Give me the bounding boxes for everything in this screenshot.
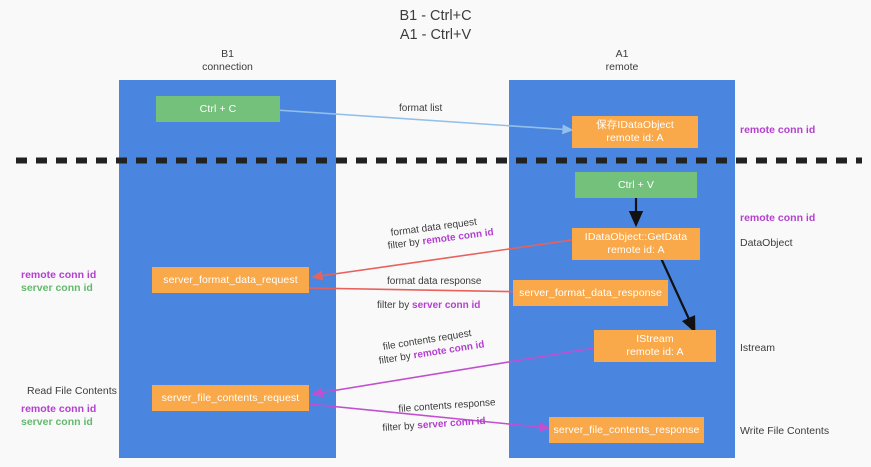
annotation-right-istream: Istream	[740, 342, 776, 354]
filter-prefix: filter by	[377, 300, 413, 311]
column-header-a1: A1 remote	[605, 48, 639, 73]
page-title: B1 - Ctrl+C A1 - Ctrl+V	[399, 8, 472, 43]
annotation-left-remote-conn-id-2: remote conn id	[21, 403, 97, 415]
annotation-right-write-file-contents: Write File Contents	[740, 425, 830, 437]
node-ctrl-c[interactable]: Ctrl + C	[156, 96, 280, 122]
node-server-format-data-request[interactable]: server_format_data_request	[152, 267, 309, 293]
node-save-idataobject[interactable]: 保存IDataObject remote id: A	[572, 116, 698, 148]
edge-label-format-data-response: format data response	[387, 276, 482, 287]
edge-label-file-contents-response-filter: filter by server conn id	[382, 415, 486, 435]
column-header-b1: B1 connection	[202, 48, 253, 73]
annotation-right-remote-conn-id-top: remote conn id	[740, 124, 816, 136]
annotation-left-server-conn-id-1: server conn id	[21, 282, 93, 294]
edge-label-format-list: format list	[399, 103, 443, 114]
node-server-file-contents-response[interactable]: server_file_contents_response	[549, 417, 704, 443]
node-idataobject-getdata[interactable]: IDataObject::GetData remote id: A	[572, 228, 700, 260]
annotation-right-dataobject: DataObject	[740, 237, 793, 249]
node-server-format-data-response[interactable]: server_format_data_response	[513, 280, 668, 306]
node-istream[interactable]: IStream remote id: A	[594, 330, 716, 362]
annotation-right-remote-conn-id-mid: remote conn id	[740, 212, 816, 224]
annotation-left-remote-conn-id-1: remote conn id	[21, 269, 97, 281]
node-ctrl-v[interactable]: Ctrl + V	[575, 172, 697, 198]
edge-label-file-contents-response: file contents response	[398, 396, 496, 416]
filter-prefix: filter by	[382, 420, 418, 434]
filter-value-server-conn-id: server conn id	[412, 300, 481, 311]
edge-label-file-contents-response-text: file contents response	[398, 397, 496, 415]
annotation-left-server-conn-id-2: server conn id	[21, 416, 93, 428]
annotation-left-read-file-contents: Read File Contents	[27, 385, 117, 397]
filter-value-server-conn-id: server conn id	[417, 415, 486, 432]
filter-prefix: filter by	[387, 236, 424, 252]
edge-label-format-data-response-filter: filter by server conn id	[377, 299, 480, 312]
node-server-file-contents-request[interactable]: server_file_contents_request	[152, 385, 309, 411]
